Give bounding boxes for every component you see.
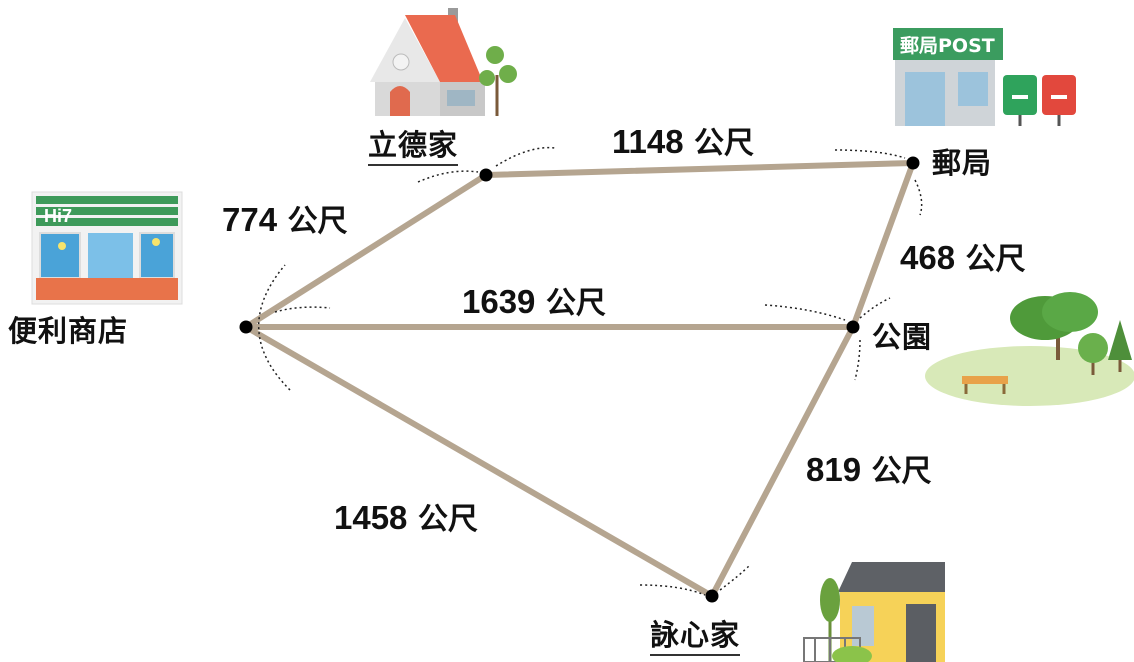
dotted-arc-lide — [417, 170, 479, 183]
dotted-arc-post — [834, 149, 906, 159]
route-lide-post — [483, 160, 916, 178]
place-name-store: 便利商店 — [8, 314, 129, 348]
node-store — [239, 320, 253, 334]
dotted-arc-lide-2 — [495, 146, 556, 167]
place-name-yongxin-home: 詠心家 — [650, 618, 741, 656]
distance-value: 1639 — [462, 283, 536, 320]
place-name-lide-home: 立德家 — [368, 128, 459, 166]
distance-unit: 公尺 — [545, 286, 606, 321]
dotted-arc-store-2 — [274, 306, 331, 313]
distance-unit: 公尺 — [871, 454, 932, 489]
distance-lide-post: 1148 公尺 — [612, 118, 754, 162]
node-park — [846, 320, 860, 334]
convenience-store-icon: Hi7 — [31, 191, 183, 305]
node-yongxin-home — [705, 589, 719, 603]
place-label-park: 公園 — [872, 314, 932, 356]
dotted-arc-post-2 — [914, 179, 923, 216]
route-park-yongxin — [709, 324, 856, 599]
place-label-lide-home: 立德家 — [368, 122, 459, 166]
distance-post-park: 468 公尺 — [900, 234, 1026, 278]
distance-value: 774 — [222, 201, 278, 238]
distance-store-yongxin: 1458 公尺 — [334, 494, 478, 538]
dotted-arc-park — [764, 304, 846, 321]
house-red-roof-icon — [370, 8, 517, 116]
distance-value: 1458 — [334, 499, 408, 536]
place-name-post-office: 郵局 — [932, 146, 993, 180]
node-post-office — [906, 156, 920, 170]
park-trees-bench-icon — [925, 292, 1134, 406]
dotted-arc-yongxin-2 — [719, 564, 751, 591]
distance-park-yongxin: 819 公尺 — [806, 446, 932, 490]
dotted-arc-store — [257, 264, 291, 391]
place-label-store: 便利商店 — [8, 308, 128, 350]
place-label-post-office: 郵局 — [932, 140, 992, 182]
distance-unit: 公尺 — [965, 242, 1026, 277]
place-name-park: 公園 — [872, 320, 933, 354]
route-store-yongxin — [243, 324, 715, 599]
post-office-building-icon: 郵局POST — [893, 28, 1076, 126]
distance-value: 1148 — [612, 123, 684, 160]
distance-store-park: 1639 公尺 — [462, 278, 606, 322]
node-lide-home — [479, 168, 493, 182]
dotted-arc-yongxin — [639, 584, 706, 596]
store-sign: Hi7 — [44, 206, 72, 226]
distance-store-lide: 774 公尺 — [222, 196, 348, 240]
distance-unit: 公尺 — [287, 204, 348, 239]
route-store-lide — [243, 172, 489, 330]
distance-value: 819 — [806, 451, 862, 488]
distance-unit: 公尺 — [417, 502, 478, 537]
dotted-arc-park-2 — [854, 339, 861, 381]
route-post-park — [850, 160, 916, 330]
distance-value: 468 — [900, 239, 956, 276]
place-label-yongxin-home: 詠心家 — [650, 612, 741, 656]
post-office-sign: 郵局POST — [900, 35, 995, 57]
distance-unit: 公尺 — [694, 126, 755, 161]
house-yellow-icon — [803, 562, 945, 662]
